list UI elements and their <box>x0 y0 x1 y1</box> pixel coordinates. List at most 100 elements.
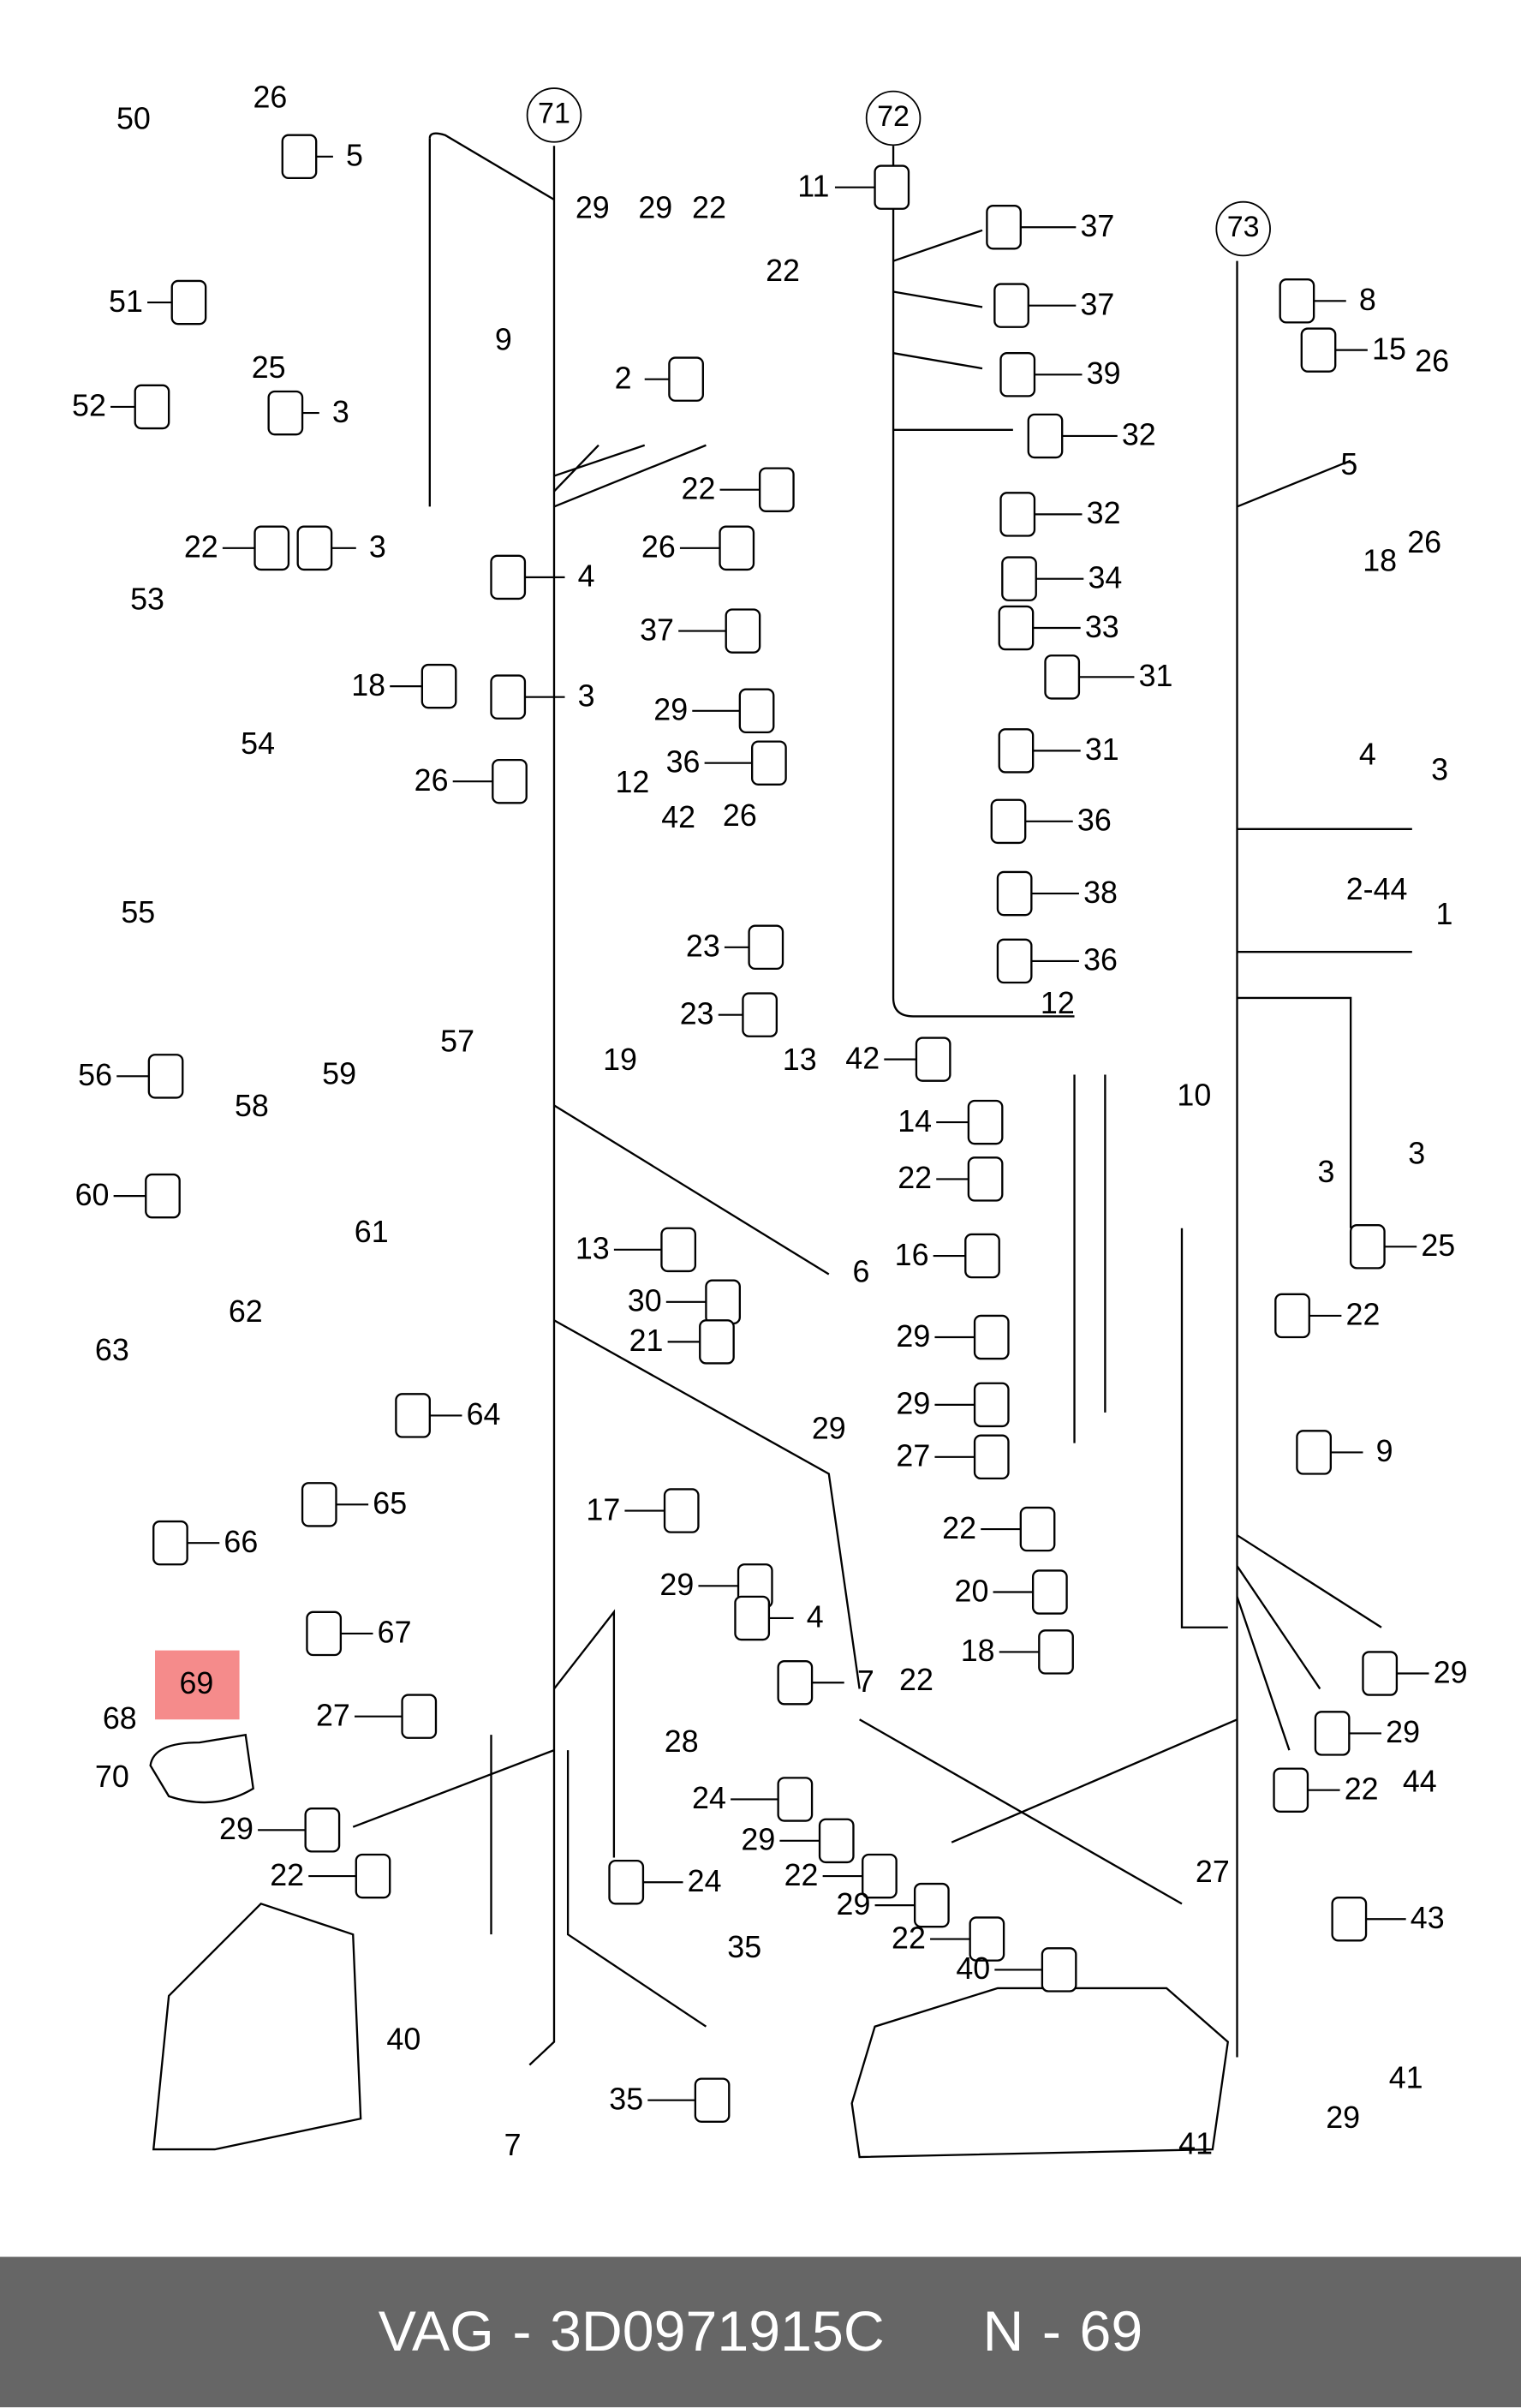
headlight-left <box>152 1902 362 2151</box>
connector-icon <box>990 798 1027 845</box>
callout-label: 4 <box>577 560 595 595</box>
connector-icon <box>1001 556 1037 601</box>
callout-label: 2 <box>614 361 632 397</box>
callout-label: 37 <box>1080 210 1115 244</box>
callout-label: 3 <box>1317 1156 1335 1190</box>
callout-label: 61 <box>354 1216 389 1250</box>
callout-label: 38 <box>1083 876 1118 911</box>
callout-label: 19 <box>603 1043 637 1079</box>
callout-label: 66 <box>224 1526 259 1560</box>
connector-icon <box>1031 1569 1068 1615</box>
connector-icon <box>998 728 1035 774</box>
connector-icon <box>742 992 778 1037</box>
callout-label: 54 <box>241 727 276 762</box>
callout-label: 3 <box>331 396 349 430</box>
callout-label: 35 <box>609 2083 644 2118</box>
callout-label: 18 <box>960 1634 995 1670</box>
connector-icon <box>719 525 755 571</box>
callout-label: 10 <box>1177 1079 1212 1114</box>
callout-label: 51 <box>109 285 143 320</box>
callout-label: 2-44 <box>1345 873 1408 908</box>
callout-label: 9 <box>494 324 512 358</box>
callout-label: 4 <box>806 1601 824 1635</box>
callout-label: 37 <box>1080 288 1115 323</box>
callout-label: 44 <box>1402 1766 1437 1800</box>
wire <box>859 1074 1183 1905</box>
callout-label: 18 <box>1363 545 1398 579</box>
callout-label: 41 <box>1178 2127 1214 2162</box>
connector-icon <box>913 1882 950 1928</box>
connector-icon <box>421 663 457 709</box>
connector-icon <box>395 1393 431 1438</box>
callout-label: 36 <box>1083 944 1118 978</box>
callout-label: 29 <box>811 1412 846 1447</box>
callout-label: 26 <box>1407 526 1442 561</box>
callout-label: 33 <box>1084 611 1119 645</box>
callout-label: 7 <box>504 2129 522 2164</box>
callout-label: 23 <box>679 997 714 1032</box>
callout-label: 25 <box>1421 1229 1456 1264</box>
callout-label: 28 <box>664 1725 699 1760</box>
callout-label: 24 <box>692 1782 726 1817</box>
brand: VAG <box>378 2299 494 2363</box>
callout-label: 56 <box>78 1059 113 1094</box>
footer-bar: VAG - 3D0971915C N - 69 <box>0 2256 1521 2408</box>
connector-icon <box>608 1859 645 1905</box>
wire <box>553 1104 861 1689</box>
callout-label: 50 <box>116 103 151 137</box>
connector-icon <box>777 1777 814 1822</box>
callout-label: 26 <box>722 799 757 834</box>
callout-label: 22 <box>270 1859 305 1893</box>
callout-label: 29 <box>1433 1656 1468 1691</box>
connector-icon <box>145 1173 181 1219</box>
callout-label: 36 <box>665 746 701 780</box>
separator: - <box>1041 2299 1062 2363</box>
wiring-harness-drawing <box>110 132 1429 2159</box>
separator: - <box>512 2299 532 2363</box>
connector-icon <box>254 525 290 571</box>
harness-marker: 73 <box>1215 200 1271 257</box>
wire <box>528 146 556 2066</box>
callout-label: 5 <box>346 140 363 174</box>
connector-icon <box>996 938 1033 984</box>
callout-label: 17 <box>586 1493 621 1528</box>
highlighted-part-box <box>155 1650 240 1720</box>
connector-icon <box>758 467 795 512</box>
connector-icon <box>296 525 333 571</box>
callout-label: 26 <box>1415 345 1450 379</box>
wire <box>1180 1228 1228 1628</box>
callout-label: 40 <box>386 2023 421 2058</box>
connector-icon <box>281 134 318 180</box>
wire <box>892 146 1075 1018</box>
part-number: 3D0971915C <box>549 2299 885 2363</box>
callout-label: 18 <box>351 669 386 703</box>
callout-label: 14 <box>898 1105 933 1139</box>
wire <box>1237 459 1412 1228</box>
connector-icon <box>660 1227 697 1273</box>
callout-label: 27 <box>315 1699 350 1734</box>
callout-label: 32 <box>1086 497 1121 532</box>
connector-icon <box>267 390 304 436</box>
wire <box>892 229 1013 431</box>
callout-label: 29 <box>575 192 610 226</box>
callout-label: 67 <box>377 1616 412 1651</box>
connector-icon <box>999 352 1036 397</box>
connector-icon <box>915 1037 951 1082</box>
callout-label: 43 <box>1410 1902 1445 1936</box>
callout-label: 36 <box>1077 804 1112 839</box>
callout-label: 69 <box>179 1667 214 1701</box>
connector-icon <box>306 1610 343 1657</box>
callout-label: 22 <box>898 1162 933 1197</box>
callout-label: 60 <box>75 1179 110 1213</box>
callout-label: 1 <box>1435 898 1453 932</box>
connector-icon <box>490 674 527 720</box>
callout-label: 57 <box>440 1025 475 1060</box>
connector-icon <box>1038 1629 1074 1675</box>
callout-label: 35 <box>727 1931 762 1966</box>
connector-icon <box>1027 413 1064 459</box>
connector-icon <box>170 279 207 326</box>
callout-label: 3 <box>1431 753 1449 788</box>
connector-icon <box>1349 1224 1386 1270</box>
callout-label: 21 <box>629 1324 664 1359</box>
